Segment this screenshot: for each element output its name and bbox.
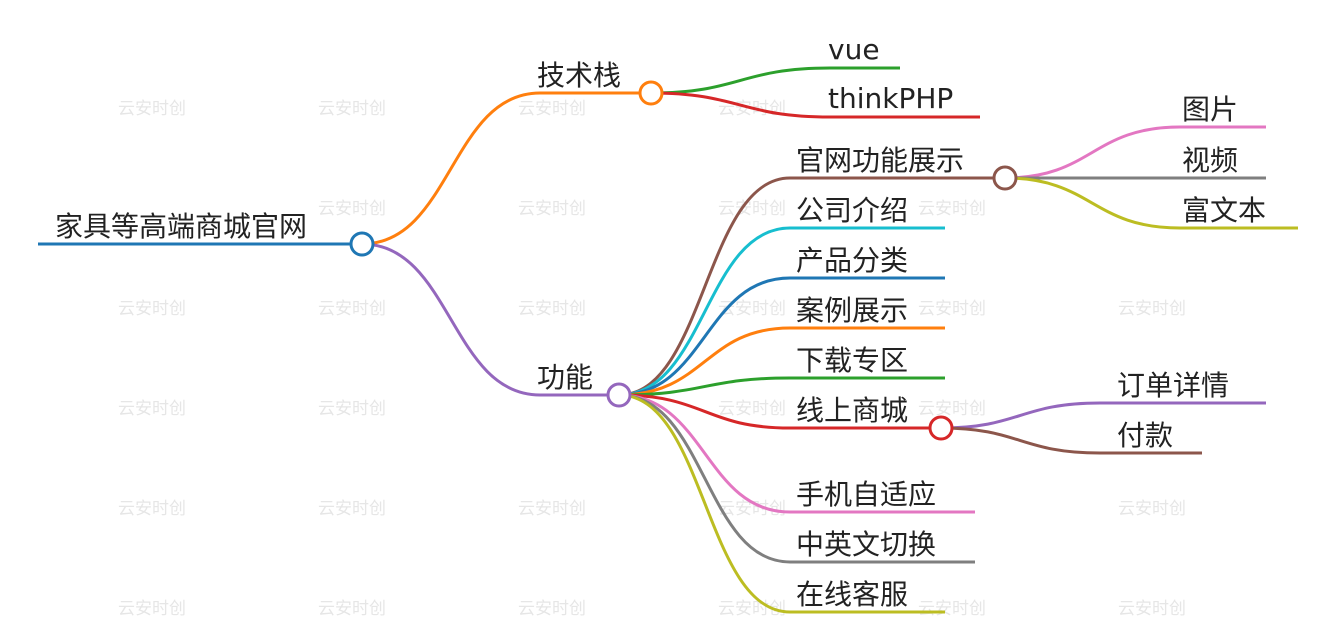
watermark-text: 云安时创 [518, 599, 586, 619]
node-payment-label[interactable]: 付款 [1117, 419, 1173, 452]
node-responsive-label[interactable]: 手机自适应 [796, 478, 936, 511]
node-features-label[interactable]: 功能 [537, 361, 593, 394]
node-images-label[interactable]: 图片 [1182, 93, 1238, 126]
watermark-text: 云安时创 [518, 499, 586, 519]
watermark-text: 云安时创 [718, 399, 786, 419]
node-thinkphp-label[interactable]: thinkPHP [828, 82, 953, 115]
watermark-text: 云安时创 [1118, 599, 1186, 619]
node-support-label[interactable]: 在线客服 [796, 578, 908, 611]
collapse-toggle-mall[interactable] [928, 415, 954, 441]
watermark-text: 云安时创 [318, 99, 386, 119]
watermark-text: 云安时创 [1118, 499, 1186, 519]
edge-mall [618, 393, 941, 430]
node-video-label[interactable]: 视频 [1182, 144, 1238, 177]
root-node-label[interactable]: 家具等高端商城官网 [55, 210, 307, 243]
edge-features [361, 242, 619, 397]
watermark-text: 云安时创 [718, 299, 786, 319]
watermark-text: 云安时创 [318, 599, 386, 619]
watermark-text: 云安时创 [518, 299, 586, 319]
watermark-text: 云安时创 [318, 299, 386, 319]
edge-showcase [618, 176, 1005, 397]
edge-support [618, 393, 945, 614]
watermark-text: 云安时创 [118, 499, 186, 519]
collapse-toggle-tech[interactable] [638, 80, 664, 106]
node-showcase-label[interactable]: 官网功能展示 [796, 144, 964, 177]
watermark-text: 云安时创 [118, 599, 186, 619]
node-downloads-label[interactable]: 下载专区 [796, 344, 908, 377]
edge-orders [940, 401, 1266, 430]
collapse-toggle-features[interactable] [606, 382, 632, 408]
node-language-label[interactable]: 中英文切换 [796, 528, 936, 561]
node-company-label[interactable]: 公司介绍 [796, 194, 908, 227]
node-products-label[interactable]: 产品分类 [796, 244, 908, 277]
edge-downloads [618, 376, 945, 397]
watermark-text: 云安时创 [718, 599, 786, 619]
edge-cases [618, 326, 945, 397]
watermark-text: 云安时创 [518, 199, 586, 219]
edge-thinkphp [650, 91, 980, 119]
edge-products [618, 276, 945, 397]
watermark-text: 云安时创 [1118, 299, 1186, 319]
edge-vue [650, 66, 900, 95]
watermark-text: 云安时创 [118, 99, 186, 119]
node-orders-label[interactable]: 订单详情 [1117, 369, 1229, 402]
watermark-text: 云安时创 [318, 199, 386, 219]
watermark-text: 云安时创 [318, 499, 386, 519]
collapse-toggle-showcase[interactable] [992, 165, 1018, 191]
watermark-text: 云安时创 [918, 599, 986, 619]
watermark-text: 云安时创 [918, 399, 986, 419]
watermark-text: 云安时创 [318, 399, 386, 419]
node-vue-label[interactable]: vue [828, 33, 880, 66]
node-richtext-label[interactable]: 富文本 [1182, 194, 1266, 227]
edge-responsive [618, 393, 975, 514]
watermark-text: 云安时创 [118, 399, 186, 419]
watermark-text: 云安时创 [718, 199, 786, 219]
collapse-toggle-root[interactable] [349, 231, 375, 257]
node-mall-label[interactable]: 线上商城 [796, 394, 908, 427]
edge-richtext [1004, 176, 1298, 230]
watermark-text: 云安时创 [918, 199, 986, 219]
watermark-text: 云安时创 [118, 299, 186, 319]
edge-payment [940, 426, 1202, 455]
edge-language [618, 393, 975, 564]
edge-images [1004, 125, 1266, 180]
edge-tech [361, 91, 651, 246]
watermark-text: 云安时创 [718, 499, 786, 519]
watermark-text: 云安时创 [518, 99, 586, 119]
watermark-text: 云安时创 [918, 299, 986, 319]
edge-company [618, 226, 945, 397]
node-cases-label[interactable]: 案例展示 [796, 294, 908, 327]
node-tech-label[interactable]: 技术栈 [537, 59, 621, 92]
